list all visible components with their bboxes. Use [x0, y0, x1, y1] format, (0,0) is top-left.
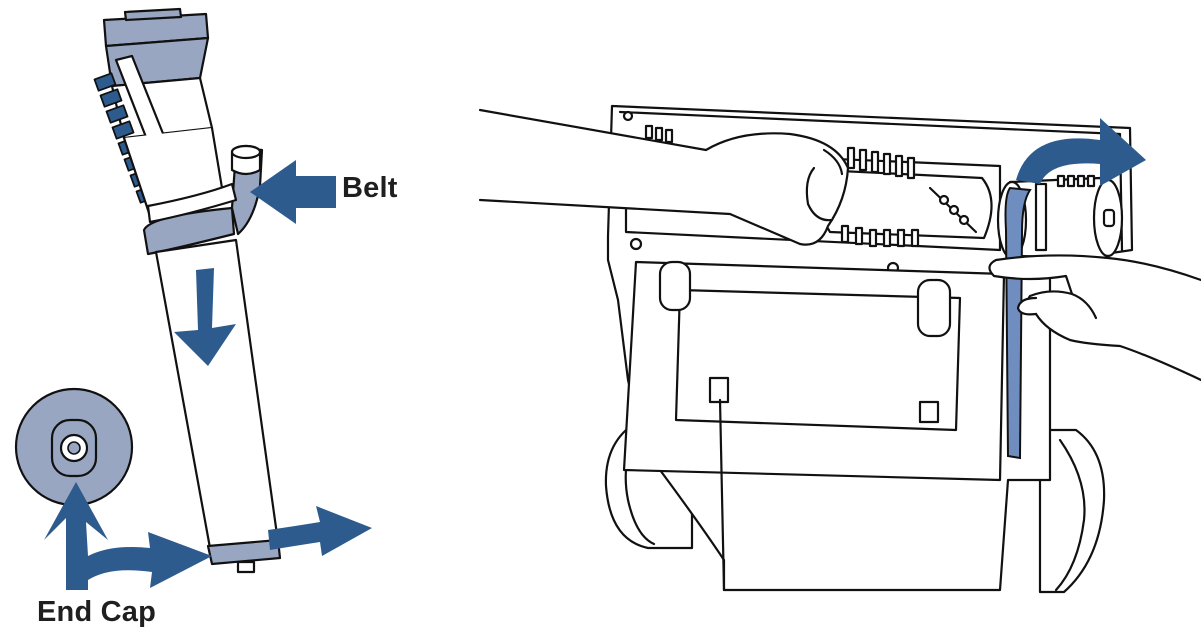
pull-right-arrow [268, 506, 372, 556]
belt-pointer-arrow [250, 160, 336, 224]
down-arrow [174, 268, 236, 366]
brush-roll-illustration [93, 7, 282, 574]
right-hand [988, 254, 1201, 382]
brush-roll-tube [154, 238, 280, 550]
end-cap-label: End Cap [37, 596, 157, 628]
left-hand [478, 108, 850, 246]
pulley-teeth [1056, 174, 1096, 188]
end-cap-inset [14, 387, 134, 507]
installed-bristles [840, 146, 920, 248]
belt-label: Belt [342, 172, 398, 204]
belt-loop [1004, 186, 1032, 460]
vacuum-base-illustration [604, 104, 1134, 594]
end-cap-band [206, 538, 282, 566]
rotate-arrow [1016, 118, 1146, 186]
end-cap-arrows [44, 482, 212, 590]
brush-chamber-pegs [644, 124, 674, 144]
